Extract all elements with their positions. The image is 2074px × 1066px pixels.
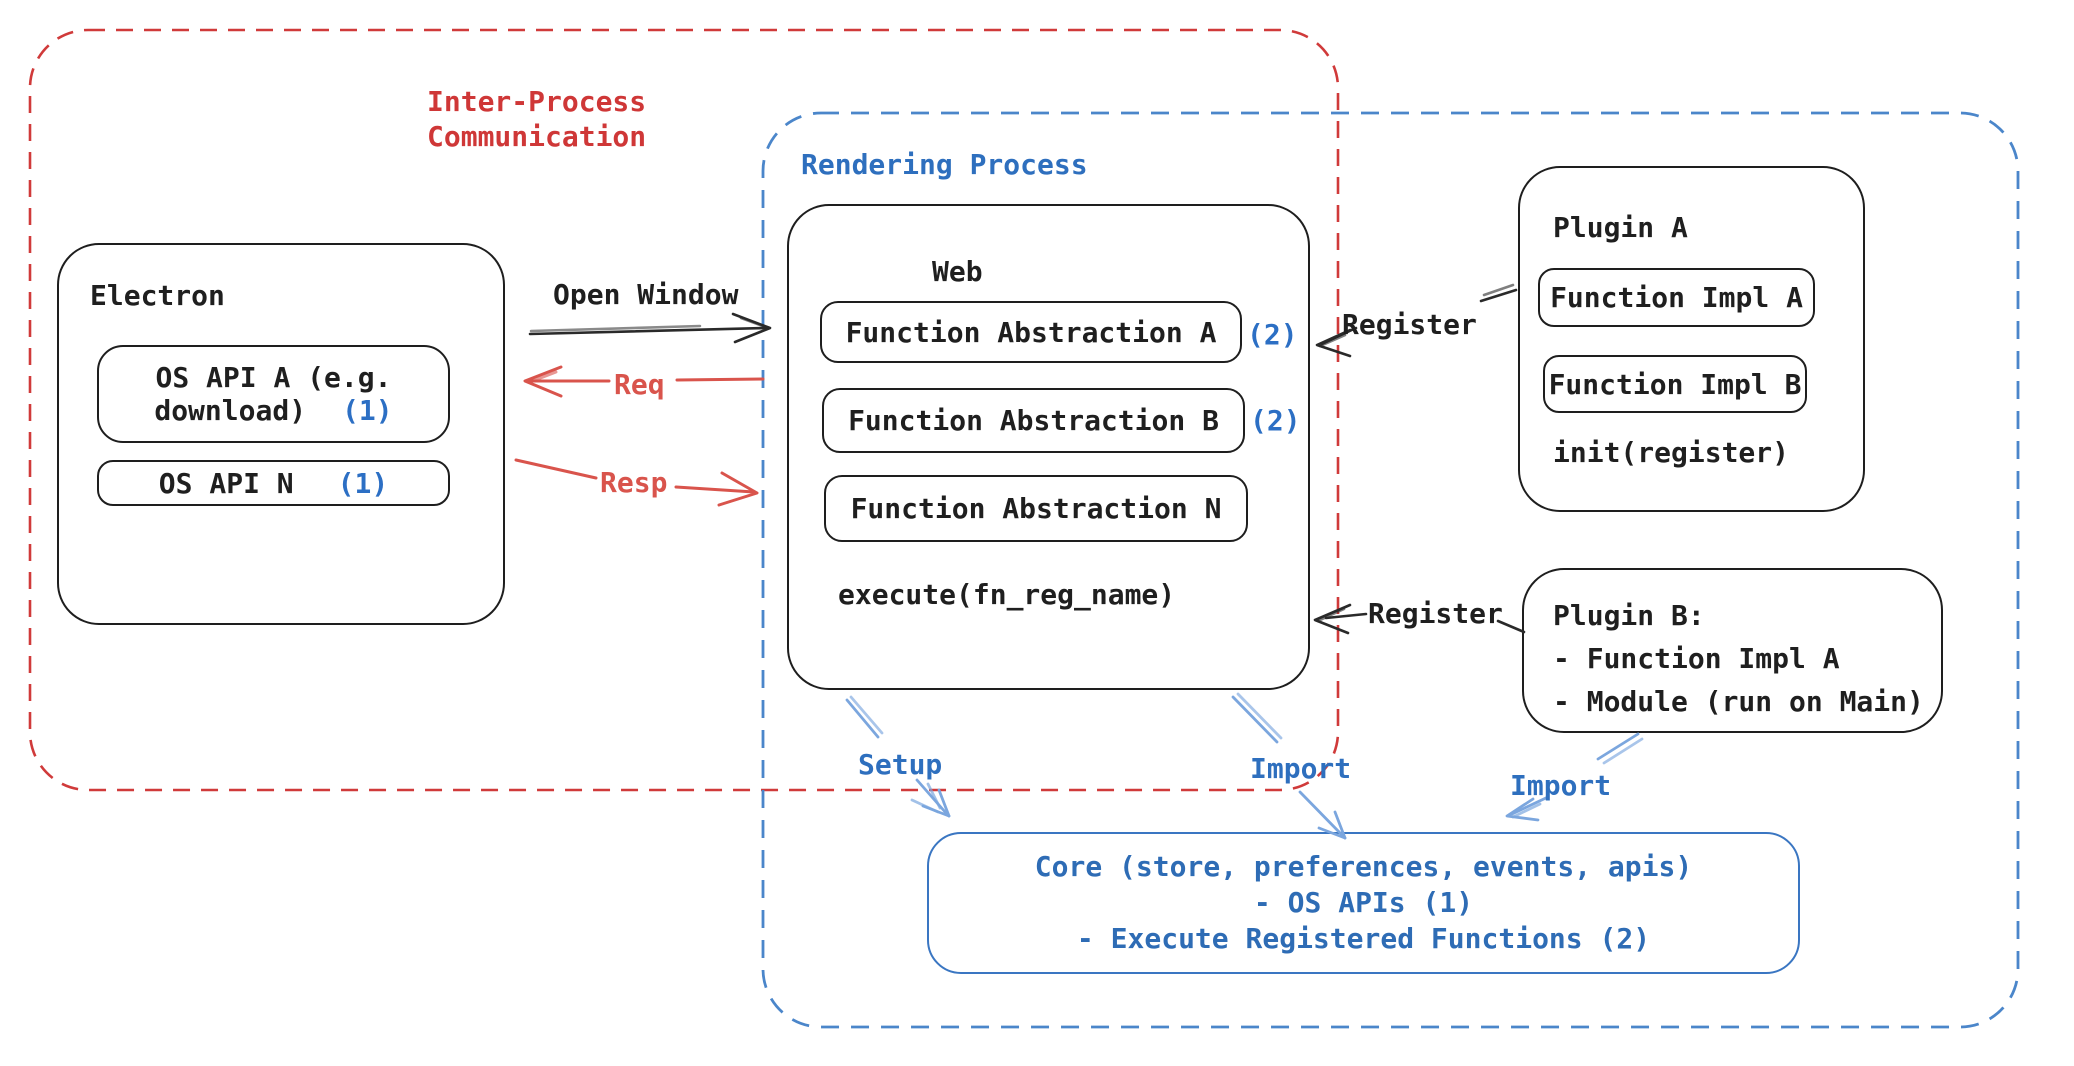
function-abstraction-a-label: Function Abstraction A [845,315,1217,349]
import-plugin-label: Import [1510,769,1612,802]
req-label: Req [614,368,665,401]
core-os-apis-line: - OS APIs (1) [1253,886,1474,919]
function-abstraction-a-box: Function Abstraction A [820,301,1242,363]
function-abstraction-a-badge: (2) [1247,318,1298,351]
open-window-arrow [528,312,772,344]
ipc-line1: Inter-Process [427,85,647,118]
register-top-label: Register [1342,308,1477,341]
function-abstraction-b-box: Function Abstraction B [822,388,1245,453]
setup-label: Setup [858,748,943,781]
core-box: Core (store, preferences, events, apis) … [927,832,1800,974]
plugin-b-item-impl-a: - Function Impl A [1553,642,1840,675]
init-register-label: init(register) [1553,436,1790,469]
function-impl-a-box: Function Impl A [1538,268,1815,327]
core-title-line: Core (store, preferences, events, apis) [1034,850,1693,883]
os-api-n-label: OS API N [158,466,294,500]
execute-label: execute(fn_reg_name) [838,578,1176,611]
os-api-a-line1: OS API A (e.g. [155,361,392,394]
register-bottom-label: Register [1368,597,1503,630]
os-api-a-line2: download) [154,394,307,427]
plugin-a-box [1518,166,1865,512]
plugin-b-box [1522,568,1943,733]
web-title: Web [932,255,983,288]
os-api-n-box: OS API N (1) [97,460,450,506]
plugin-b-content: Plugin B: - Function Impl A - Module (ru… [1553,594,1924,723]
plugin-b-item-module: - Module (run on Main) [1553,685,1924,718]
web-box [787,204,1310,690]
function-abstraction-n-label: Function Abstraction N [850,492,1222,525]
function-abstraction-b-badge: (2) [1250,404,1301,437]
open-window-label: Open Window [553,278,739,311]
os-api-a-box: OS API A (e.g. download) (1) [97,345,450,443]
resp-label: Resp [600,466,668,499]
function-impl-b-label: Function Impl B [1548,367,1802,401]
function-abstraction-n-box: Function Abstraction N [824,475,1248,542]
function-impl-a-label: Function Impl A [1550,281,1803,314]
plugin-b-title: Plugin B: [1553,599,1705,632]
os-api-a-badge: (1) [342,394,393,427]
plugin-a-title: Plugin A [1553,211,1688,244]
electron-title: Electron [90,279,225,312]
rendering-region-label: Rendering Process [801,148,1088,181]
os-api-n-badge: (1) [337,466,389,500]
core-execute-line: - Execute Registered Functions (2) [1076,922,1651,955]
function-impl-b-box: Function Impl B [1543,355,1807,413]
electron-box [57,243,505,625]
import-web-label: Import [1250,752,1352,785]
ipc-line2: Communication [427,120,647,153]
function-abstraction-b-label: Function Abstraction B [848,404,1219,437]
